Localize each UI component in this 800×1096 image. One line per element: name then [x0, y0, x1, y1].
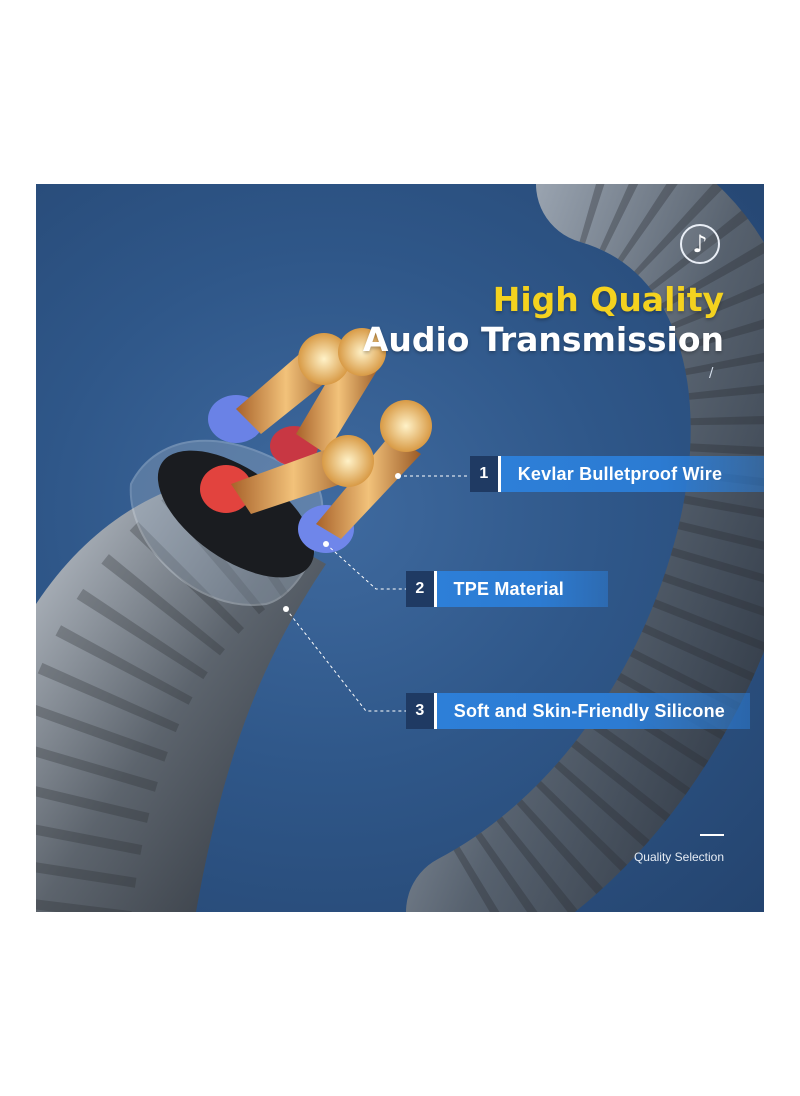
- decor-slash: /: [709, 366, 714, 381]
- callout-label: Soft and Skin-Friendly Silicone: [436, 693, 750, 729]
- callout-label: Kevlar Bulletproof Wire: [500, 456, 764, 492]
- music-note-icon: ♪: [680, 224, 720, 264]
- headline-highlight-rest: Quality: [590, 280, 724, 319]
- headline-line-2: Audio Transmission: [362, 320, 724, 359]
- callout-silicone: 3 Soft and Skin-Friendly Silicone: [406, 693, 750, 729]
- music-note-glyph: ♪: [692, 230, 708, 258]
- callout-number: 1: [470, 456, 501, 492]
- headline-line-1: High Quality: [363, 280, 724, 320]
- leader-line-3: [285, 608, 406, 712]
- callout-kevlar: 1 Kevlar Bulletproof Wire: [470, 456, 764, 492]
- cable-body: [36, 484, 326, 912]
- callout-tpe: 2 TPE Material: [406, 571, 608, 607]
- product-image-panel: ♪ High Quality Audio Transmission / 1 Ke…: [36, 184, 764, 912]
- headline: High Quality Audio Transmission: [363, 280, 724, 360]
- leader-line-2: [325, 543, 406, 590]
- divider: [700, 834, 724, 836]
- quality-selection-text: Quality Selection: [633, 850, 724, 864]
- headline-highlight: High: [492, 280, 579, 319]
- quality-selection: Quality Selection: [634, 834, 724, 864]
- callout-number: 3: [406, 693, 437, 729]
- callout-number: 2: [406, 571, 437, 607]
- callout-label: TPE Material: [436, 571, 608, 607]
